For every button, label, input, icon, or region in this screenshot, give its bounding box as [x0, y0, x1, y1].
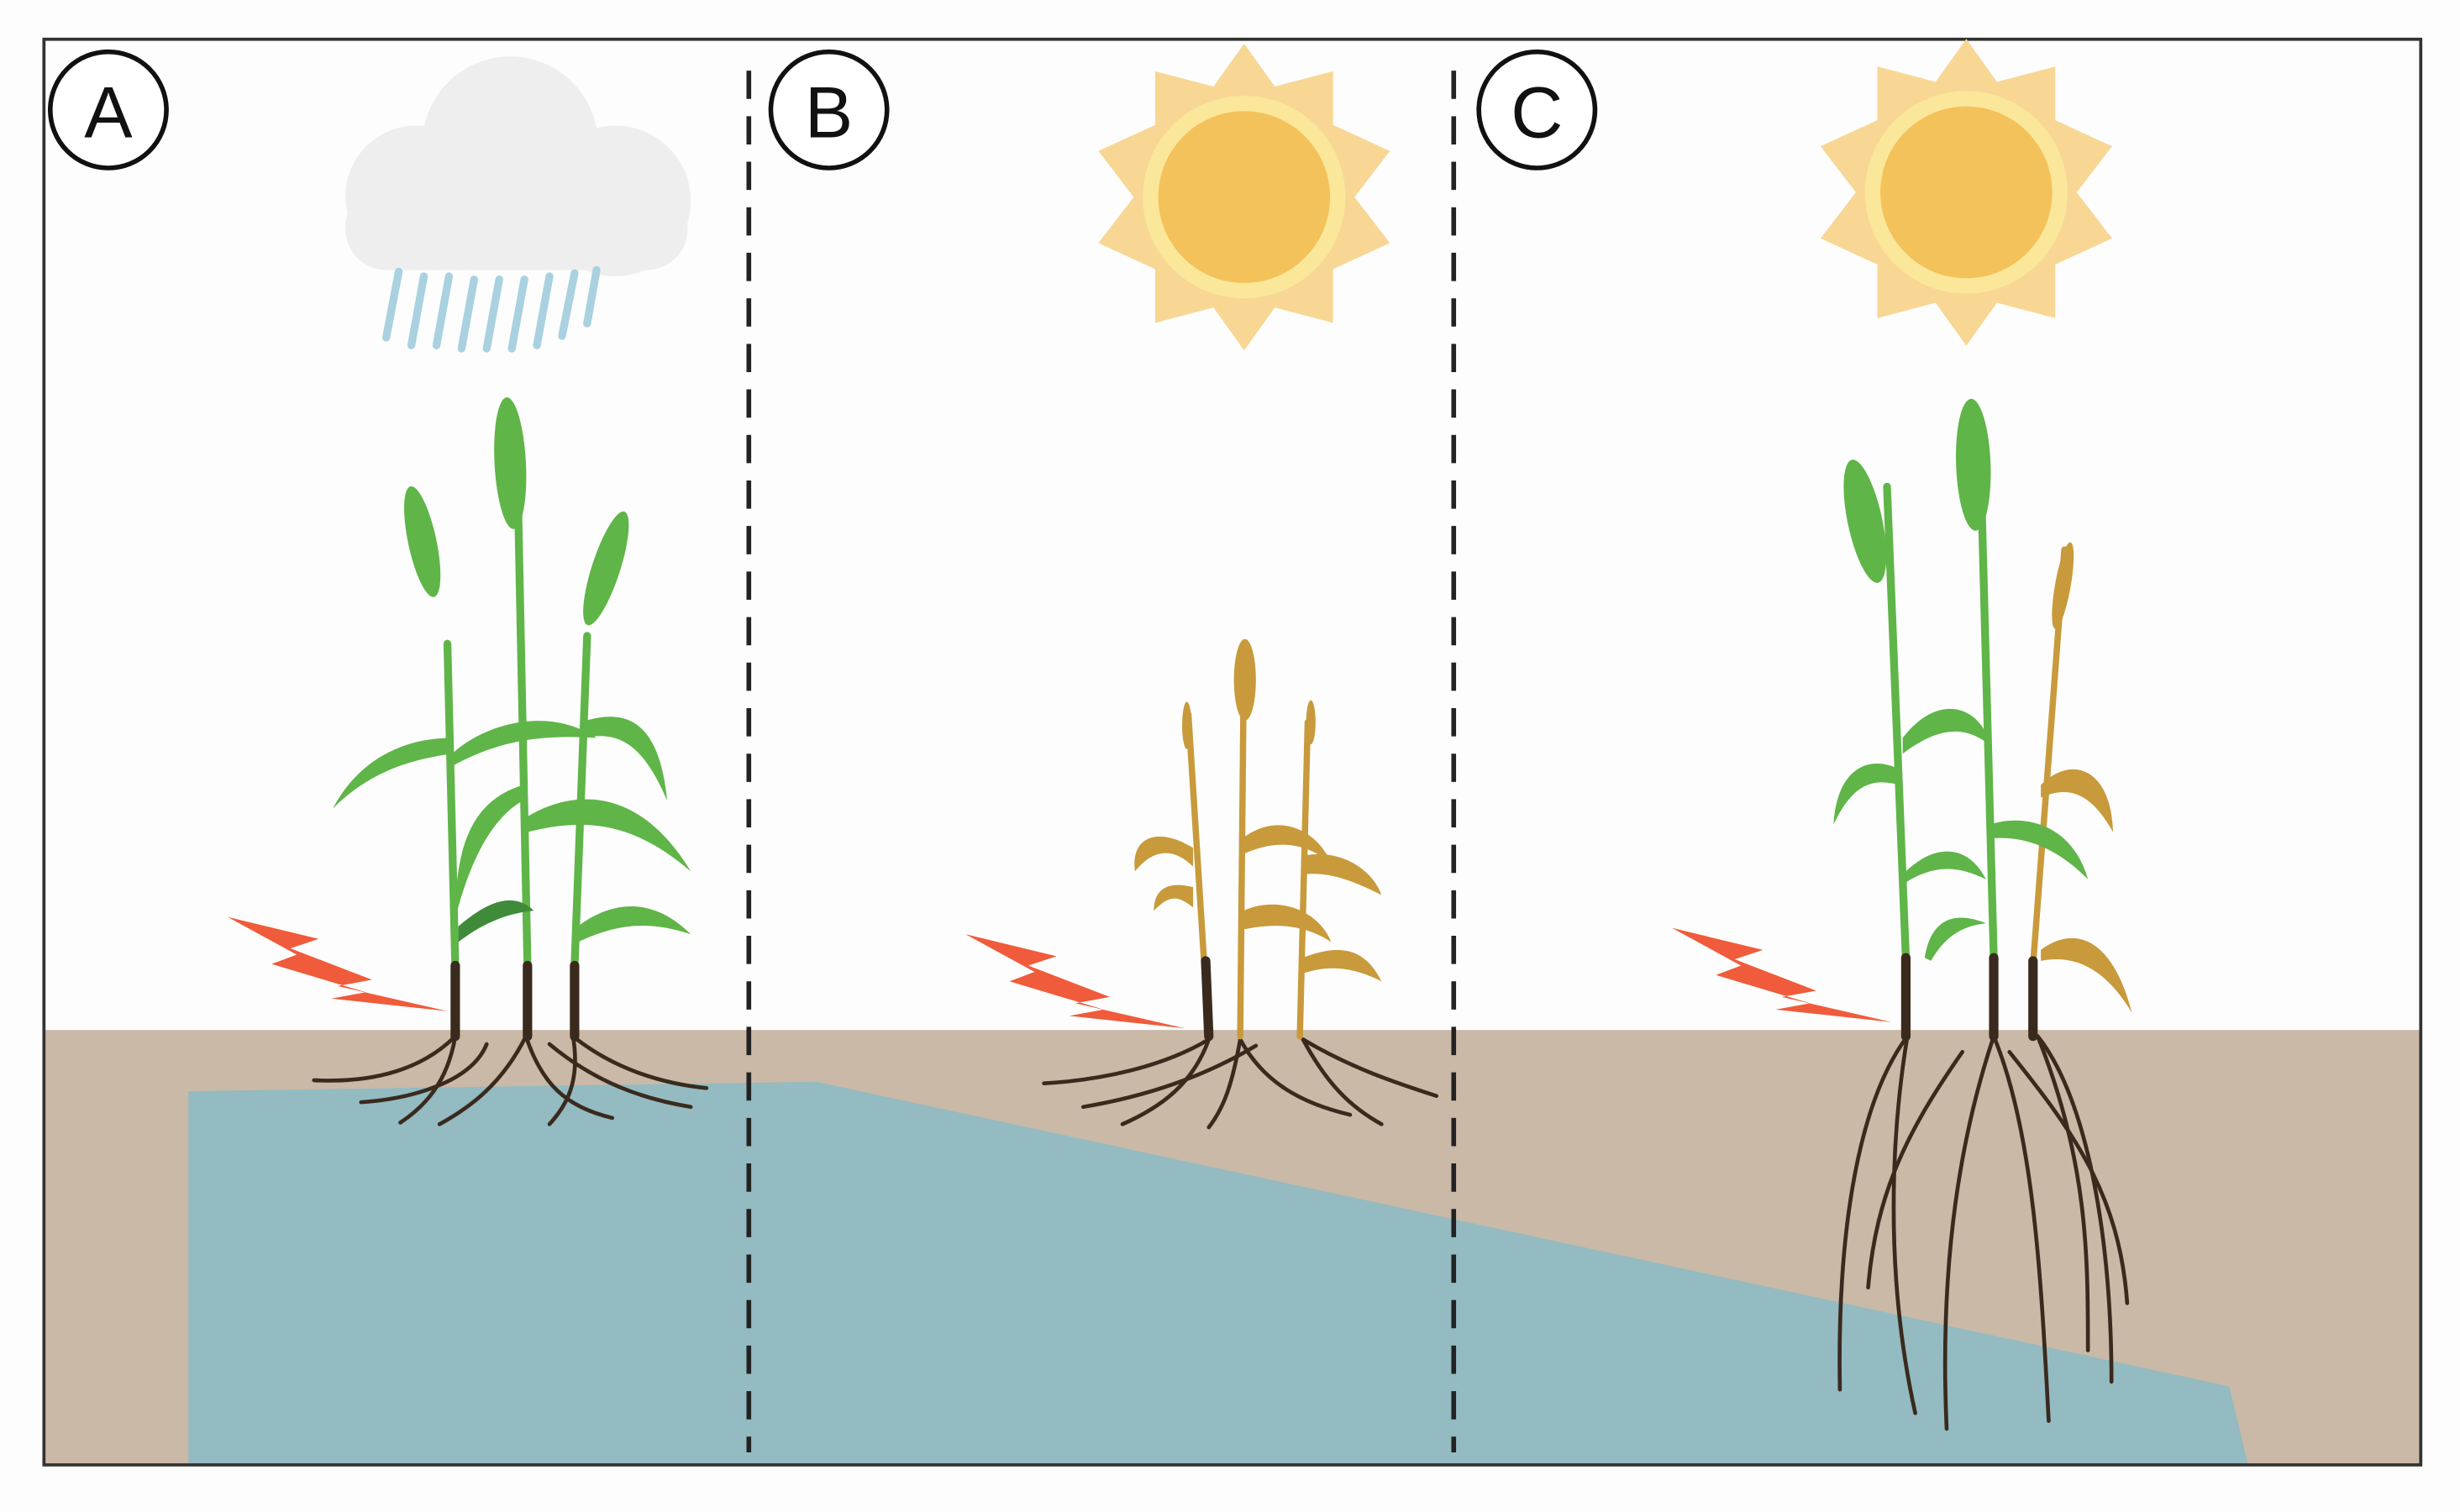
rain-drops	[381, 265, 601, 353]
wheat-ears-a	[404, 396, 629, 626]
panel-label-a-text: A	[84, 73, 133, 154]
panel-label-b: B	[768, 49, 890, 171]
water-table	[188, 1081, 2248, 1465]
panel-label-c-text: C	[1511, 73, 1563, 154]
figure-frame	[42, 37, 2423, 1467]
panel-label-b-text: B	[805, 73, 853, 154]
roots-c	[1837, 1034, 2130, 1431]
wheat-plant-icon-a	[312, 396, 709, 1126]
wheat-ears-c	[1843, 398, 2074, 629]
wheat-plant-icon-b	[1042, 638, 1439, 1130]
wheat-ears-b	[1182, 638, 1316, 749]
panel-label-c: C	[1476, 49, 1598, 171]
wheat-plant-icon-c	[1833, 398, 2132, 1431]
roots-a	[312, 1034, 709, 1126]
panel-label-a: A	[47, 49, 169, 171]
rain-cloud-icon	[345, 56, 691, 353]
roots-b	[1042, 1037, 1439, 1130]
